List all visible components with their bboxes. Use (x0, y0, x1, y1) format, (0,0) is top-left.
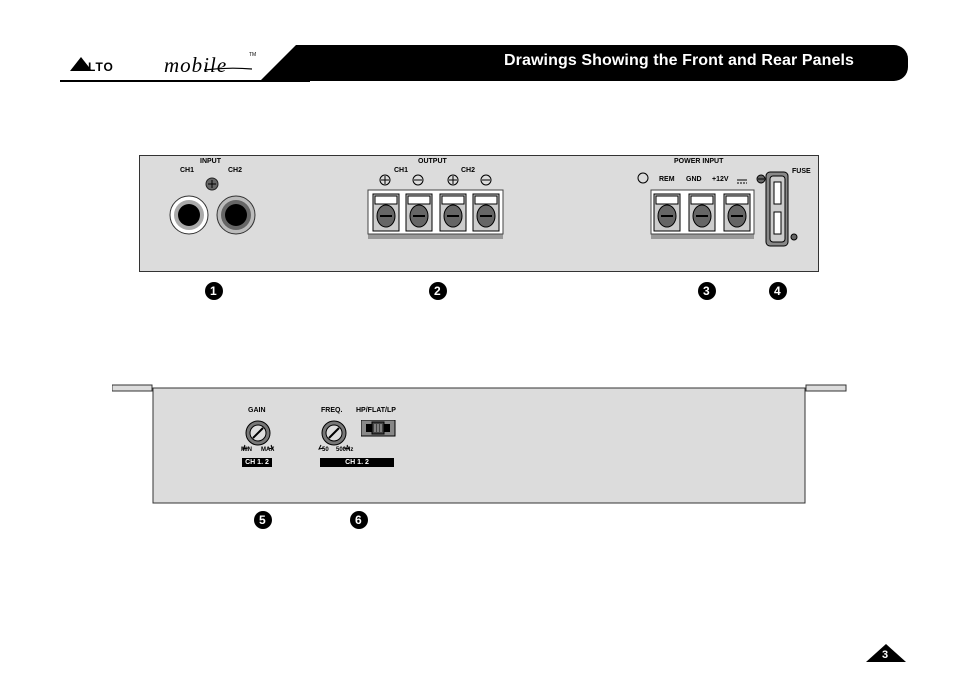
logo-swash-icon (204, 67, 252, 71)
input-ch2-label: CH2 (228, 167, 243, 174)
freq-knob-icon (318, 420, 350, 450)
plus-icon (379, 174, 391, 186)
gnd-label: GND (686, 176, 702, 183)
speaker-terminals (367, 174, 504, 239)
gain-knob[interactable] (238, 418, 278, 452)
12v-label: +12V (712, 176, 729, 183)
freq-label: FREQ. (321, 407, 343, 414)
fuse-label: FUSE (792, 168, 811, 175)
page-number-tab (866, 644, 906, 662)
logo-mobile-text: mobile (164, 53, 228, 77)
logo-triangle-icon (70, 57, 92, 71)
freq-high-label: 500Hz (336, 447, 354, 453)
callout-3: 3 (703, 284, 710, 298)
rca-inputs (169, 177, 256, 235)
freq-knob[interactable] (314, 418, 354, 452)
output-ch2-label: CH2 (461, 167, 476, 174)
callout-5: 5 (259, 513, 266, 527)
screw-icon (205, 177, 219, 191)
plus-icon (447, 174, 459, 186)
hp-flat-lp-label: HP/FLAT/LP (356, 407, 396, 414)
callout-2: 2 (434, 284, 441, 298)
freq-channel-tag: CH 1. 2 (320, 458, 394, 467)
gain-channel-tag: CH 1. 2 (242, 458, 272, 467)
output-ch1-label: CH1 (394, 167, 409, 174)
page-number: 3 (882, 649, 889, 661)
rca-jack-ch2-icon (216, 195, 256, 235)
output-label: OUTPUT (418, 158, 447, 165)
terminal-block-icon (653, 193, 751, 232)
logo-tm: TM (249, 52, 257, 58)
input-label: INPUT (200, 158, 221, 165)
slide-switch-icon (361, 420, 396, 437)
logo-alto-text: LTO (88, 60, 114, 74)
freq-low-label: 50 (322, 447, 329, 453)
callout-6: 6 (355, 513, 362, 527)
rem-label: REM (659, 176, 675, 183)
screw-icon (756, 174, 766, 184)
input-ch1-label: CH1 (180, 167, 195, 174)
gain-max-label: MAX (261, 447, 275, 453)
gain-label: GAIN (248, 407, 266, 414)
rear-panel-frame (112, 384, 847, 504)
led-indicator-icon (637, 172, 649, 184)
minus-icon (412, 174, 424, 186)
rca-jack-ch1-icon (169, 195, 209, 235)
power-terminals (637, 171, 798, 247)
terminal-block-icon (372, 193, 500, 232)
callout-4: 4 (774, 284, 781, 298)
callout-1: 1 (210, 284, 217, 298)
filter-mode-switch[interactable] (361, 420, 396, 438)
fuse-holder-icon (765, 171, 789, 247)
minus-icon (480, 174, 492, 186)
gain-min-label: MIN (241, 447, 252, 453)
screw-icon (790, 233, 798, 241)
gain-knob-icon (242, 420, 274, 450)
header-bar (296, 45, 908, 81)
page-title: Drawings Showing the Front and Rear Pane… (504, 52, 855, 69)
power-input-label: POWER INPUT (674, 158, 724, 165)
header-slant (60, 45, 310, 82)
